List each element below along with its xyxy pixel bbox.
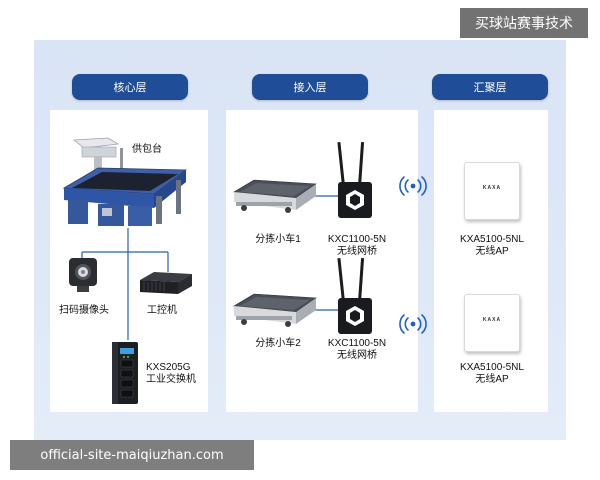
wireless-signal-icon — [398, 312, 428, 336]
wireless-ap-1-image: KAXA — [464, 162, 520, 220]
access-connection-lines — [226, 110, 418, 412]
ap-logo: KAXA — [465, 185, 519, 191]
switch-model-label: KXS205G — [146, 362, 190, 374]
scanner-camera-label: 扫码摄像头 — [52, 305, 116, 317]
corner-tag: 买球站赛事技术 — [460, 8, 588, 38]
sorting-cart-2-image — [232, 292, 318, 330]
layer-header-access: 接入层 — [252, 74, 368, 100]
bridge-2-desc-label: 无线网桥 — [322, 350, 392, 362]
sorting-cart-2-label: 分拣小车2 — [252, 338, 304, 350]
feeder-station-image — [58, 134, 192, 234]
wireless-signal-icon — [398, 174, 428, 198]
ap-1-model-label: KXA5100-5NL — [446, 234, 538, 246]
wireless-ap-2-image: KAXA — [464, 294, 520, 352]
industrial-pc-image — [136, 270, 194, 298]
layer-header-core: 核心层 — [72, 74, 188, 100]
feeder-station-label: 供包台 — [132, 144, 162, 156]
industrial-switch-image — [108, 340, 142, 406]
industrial-pc-label: 工控机 — [140, 305, 184, 317]
layer-header-aggregation: 汇聚层 — [432, 74, 548, 100]
wireless-bridge-2-image — [334, 256, 376, 340]
wireless-bridge-1-image — [334, 140, 376, 224]
switch-desc-label: 工业交换机 — [146, 374, 196, 386]
ap-1-desc-label: 无线AP — [446, 246, 538, 258]
scanner-camera-image — [66, 256, 100, 296]
sorting-cart-1-image — [232, 178, 318, 216]
ap-2-desc-label: 无线AP — [446, 374, 538, 386]
site-watermark: official-site-maiqiuzhan.com — [10, 440, 254, 470]
sorting-cart-1-label: 分拣小车1 — [252, 234, 304, 246]
ap-logo: KAXA — [465, 317, 519, 323]
bridge-1-model-label: KXC1100-5N — [322, 234, 392, 246]
ap-2-model-label: KXA5100-5NL — [446, 362, 538, 374]
bridge-2-model-label: KXC1100-5N — [322, 338, 392, 350]
